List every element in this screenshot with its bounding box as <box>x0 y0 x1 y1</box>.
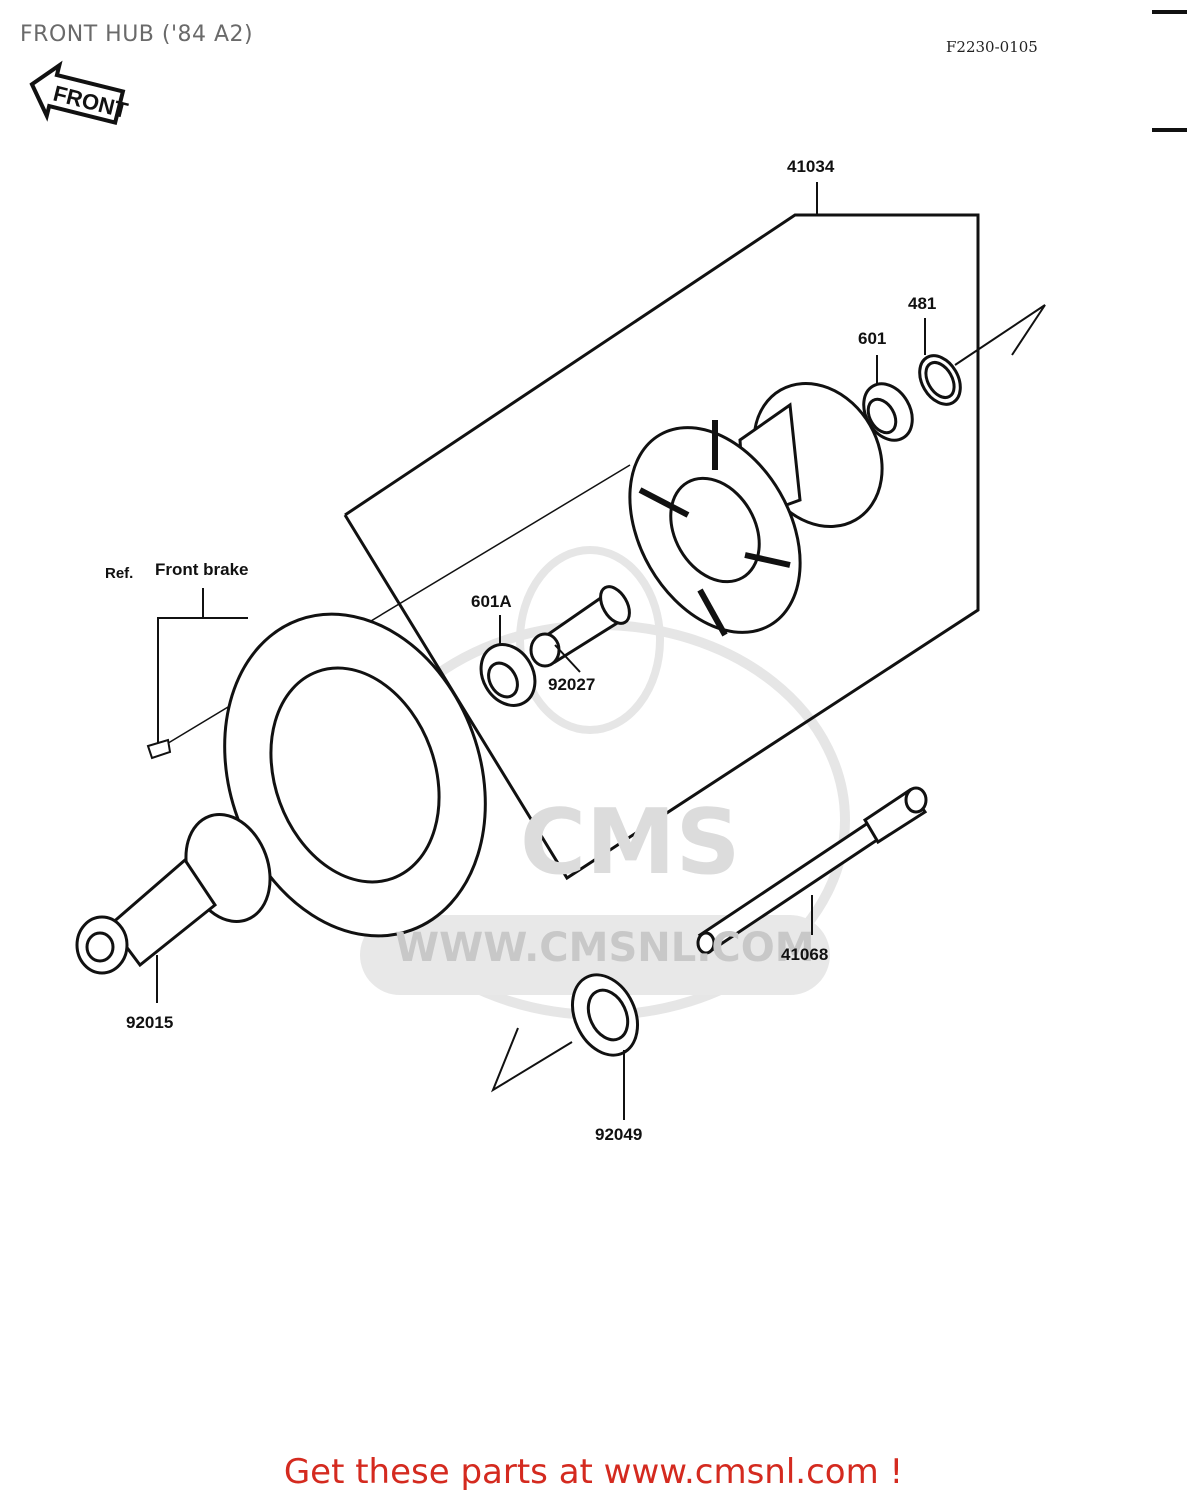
part-label-601[interactable]: 601 <box>858 329 887 348</box>
leader-92027 <box>554 644 581 673</box>
direction-line-bottom <box>490 1027 573 1093</box>
part-label-481[interactable]: 481 <box>908 294 937 313</box>
brake-disc <box>223 612 487 938</box>
part-label-92049[interactable]: 92049 <box>595 1125 643 1144</box>
part-label-92027[interactable]: 92027 <box>548 675 596 694</box>
front-brake-label: Front brake <box>155 560 249 579</box>
watermark-url: WWW.CMSNL.COM <box>395 925 815 971</box>
bearing-601 <box>862 382 914 442</box>
oil-seal-92049 <box>571 973 639 1057</box>
page-title: FRONT HUB ('84 A2) <box>20 22 254 47</box>
direction-line-top <box>954 304 1046 366</box>
part-label-41034[interactable]: 41034 <box>787 157 835 176</box>
assembly-bracket-outline <box>343 213 980 881</box>
axle-41068 <box>696 786 928 955</box>
hub-body <box>628 381 884 637</box>
disc-bolt-icon <box>146 738 172 760</box>
footer-link[interactable]: Get these parts at www.cmsnl.com ! <box>283 1452 904 1492</box>
part-label-601a[interactable]: 601A <box>471 592 512 611</box>
ref-bracket <box>157 617 248 745</box>
circlip-481 <box>918 354 962 406</box>
part-label-92015[interactable]: 92015 <box>126 1013 174 1032</box>
watermark-brand: CMS <box>520 790 741 895</box>
ref-label: Ref. <box>105 565 134 582</box>
figure-code: F2230-0105 <box>946 38 1038 56</box>
axle-collar-92015 <box>75 813 272 975</box>
part-label-41068[interactable]: 41068 <box>781 945 829 964</box>
spacer-92027 <box>529 585 631 668</box>
front-arrow-icon <box>29 60 126 125</box>
bearing-601a <box>479 643 537 707</box>
